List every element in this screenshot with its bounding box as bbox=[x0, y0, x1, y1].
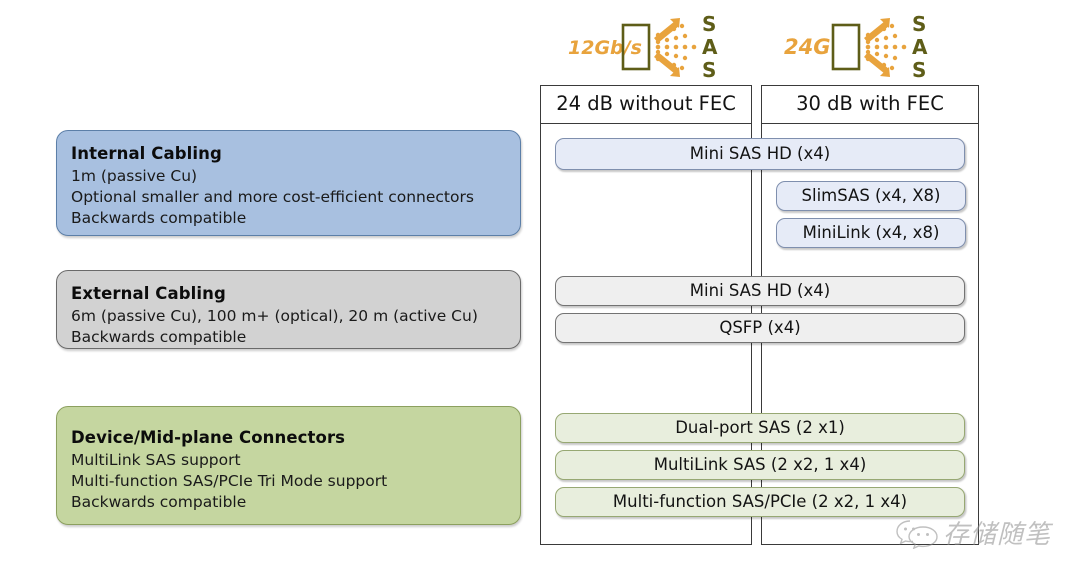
logo-letter-a: A bbox=[912, 35, 928, 59]
logo-letter-s2: S bbox=[912, 58, 926, 82]
panel-line: Backwards compatible bbox=[71, 492, 247, 511]
logo-speed-text: 12Gb/s bbox=[568, 37, 642, 59]
pill-multilink-sas[interactable]: MultiLink SAS (2 x2, 1 x4) bbox=[555, 450, 965, 480]
panel-title: Internal Cabling bbox=[71, 144, 222, 163]
pill-mini-sas-hd-external[interactable]: Mini SAS HD (x4) bbox=[555, 276, 965, 306]
logo-sas-letters: S A S bbox=[912, 12, 928, 82]
logo-letter-s2: S bbox=[702, 58, 716, 82]
logo-letter-s1: S bbox=[912, 12, 926, 36]
logo-sas-letters: S A S bbox=[702, 12, 718, 82]
panel-internal-cabling: Internal Cabling 1m (passive Cu) Optiona… bbox=[56, 130, 521, 236]
panel-title: External Cabling bbox=[71, 284, 226, 303]
panel-device-midplane-connectors: Device/Mid-plane Connectors MultiLink SA… bbox=[56, 406, 521, 525]
pill-minilink[interactable]: MiniLink (x4, x8) bbox=[776, 218, 966, 248]
panel-line: 6m (passive Cu), 100 m+ (optical), 20 m … bbox=[71, 306, 478, 325]
signal-rays bbox=[864, 18, 907, 77]
panel-line: Multi-function SAS/PCIe Tri Mode support bbox=[71, 471, 388, 490]
column-header-30db: 30 dB with FEC bbox=[761, 85, 979, 124]
column-header-24db: 24 dB without FEC bbox=[540, 85, 752, 124]
connector-rect bbox=[831, 23, 861, 71]
signal-rays bbox=[654, 18, 697, 77]
panel-title: Device/Mid-plane Connectors bbox=[71, 428, 346, 447]
logo-speed-text: 24G bbox=[784, 35, 830, 59]
comparison-table: 24 dB without FEC 30 dB with FEC Mini SA… bbox=[540, 85, 979, 545]
panel-external-cabling: External Cabling 6m (passive Cu), 100 m+… bbox=[56, 270, 521, 349]
pill-mini-sas-hd-internal[interactable]: Mini SAS HD (x4) bbox=[555, 138, 965, 170]
connector-rect bbox=[621, 23, 651, 71]
pill-slimsas[interactable]: SlimSAS (x4, X8) bbox=[776, 181, 966, 211]
panel-line: Backwards compatible bbox=[71, 327, 247, 346]
pill-multi-function-sas-pcie[interactable]: Multi-function SAS/PCIe (2 x2, 1 x4) bbox=[555, 487, 965, 517]
logo-letter-a: A bbox=[702, 35, 718, 59]
panel-line: MultiLink SAS support bbox=[71, 450, 241, 469]
pill-dual-port-sas[interactable]: Dual-port SAS (2 x1) bbox=[555, 413, 965, 443]
panel-line: Backwards compatible bbox=[71, 208, 247, 227]
24g-sas-logo: 24G S A S bbox=[776, 12, 936, 84]
12gbs-sas-logo: 12Gb/s bbox=[566, 12, 726, 84]
panel-line: Optional smaller and more cost-efficient… bbox=[71, 187, 474, 206]
pill-qsfp[interactable]: QSFP (x4) bbox=[555, 313, 965, 343]
panel-line: 1m (passive Cu) bbox=[71, 166, 198, 185]
logo-letter-s1: S bbox=[702, 12, 716, 36]
